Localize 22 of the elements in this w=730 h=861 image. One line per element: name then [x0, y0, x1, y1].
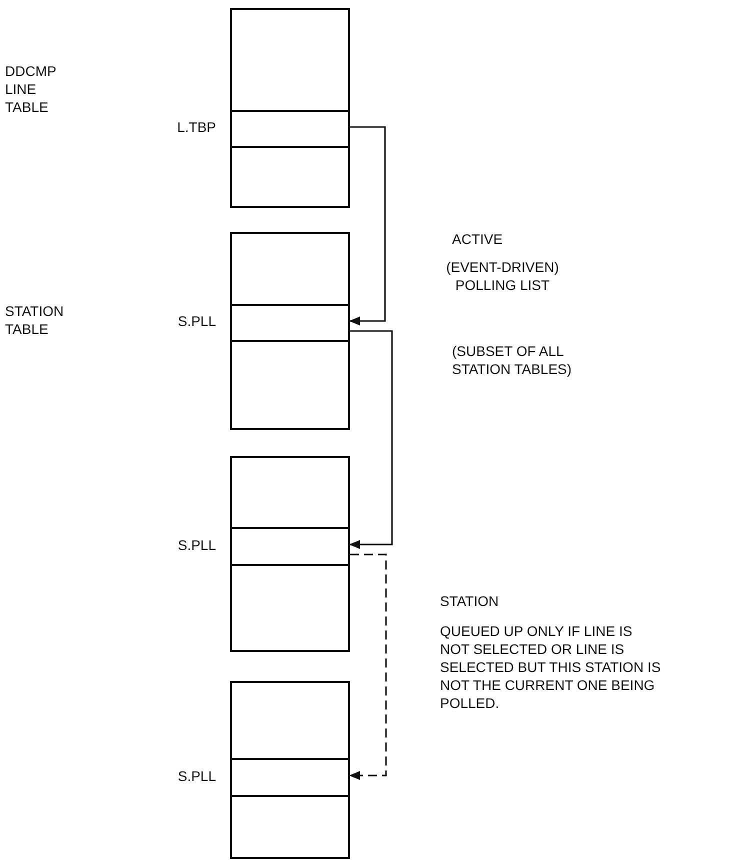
note-text: (SUBSET OF ALL STATION TABLES)	[452, 342, 573, 378]
field-label: S.PLL	[178, 766, 216, 784]
field-label: S.PLL	[178, 536, 216, 554]
table-box	[230, 681, 350, 859]
note-text: QUEUED UP ONLY IF LINE IS NOT SELECTED OR LINE IS SELECTED BUT THIS STATION IS NOT THE CURRENT ONE BEING POLLED.	[440, 622, 662, 712]
note-text: DDCMP LINE TABLE	[5, 62, 58, 116]
note-text: ACTIVE	[452, 230, 504, 248]
table-box	[230, 232, 350, 430]
table-box	[230, 8, 350, 208]
field-row	[232, 304, 348, 342]
note-text: STATION	[440, 592, 500, 610]
arrow	[348, 330, 393, 549]
field-label: L.TBP	[177, 118, 216, 136]
field-row	[232, 758, 348, 797]
note-text: STATION TABLE	[5, 302, 65, 338]
field-row	[232, 110, 348, 148]
arrow	[348, 126, 386, 326]
note-text: (EVENT-DRIVEN) POLLING LIST	[445, 258, 560, 294]
field-label: S.PLL	[178, 312, 216, 330]
table-box	[230, 456, 350, 652]
field-row	[232, 527, 348, 566]
arrow	[348, 554, 387, 780]
